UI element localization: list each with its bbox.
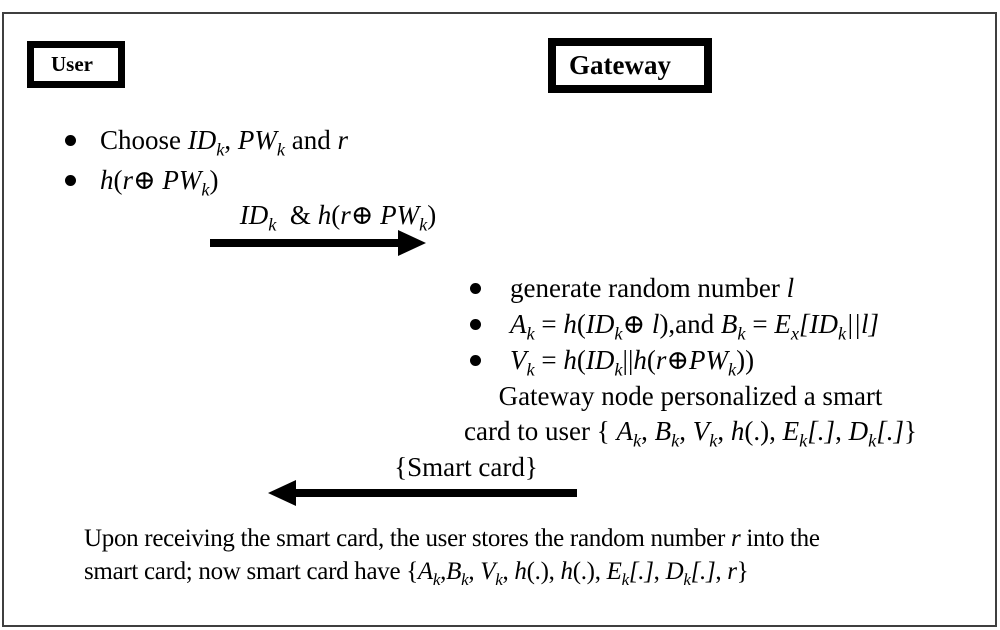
registration-message-arrow xyxy=(210,230,426,256)
gateway-step: Ak = h(IDk⊕ l),and Bk = Ex[IDk||l] xyxy=(468,306,879,344)
gateway-note-line1: Gateway node personalized a smart xyxy=(498,381,883,411)
footer-line1: Upon receiving the smart card, the user … xyxy=(84,525,820,552)
gateway-steps-list: generate random number l Ak = h(IDk⊕ l),… xyxy=(468,270,879,380)
smart-card-message-label: {Smart card} xyxy=(394,452,538,482)
user-step: h(r⊕ PWk) xyxy=(63,160,348,200)
bullet-icon xyxy=(470,355,481,366)
registration-message-label: IDk & h(r⊕ PWk) xyxy=(239,200,437,235)
gateway-note-line2: card to user { Ak, Bk, Vk, h(.), Ek[.], … xyxy=(464,416,917,451)
arrow-shaft xyxy=(294,489,577,497)
arrow-head-right-icon xyxy=(398,230,426,256)
diagram-frame xyxy=(2,12,997,627)
gateway-step: Vk = h(IDk||h(r⊕PWk)) xyxy=(468,342,879,380)
smart-card-message-arrow xyxy=(268,480,577,506)
bullet-icon xyxy=(65,175,76,186)
gateway-step-text: Vk = h(IDk||h(r⊕PWk)) xyxy=(510,345,755,380)
actor-label-gateway: Gateway xyxy=(569,50,671,80)
gateway-step-text: generate random number l xyxy=(510,273,795,303)
bullet-icon xyxy=(470,283,481,294)
gateway-note: Gateway node personalized a smart card t… xyxy=(418,379,963,451)
user-step-text: h(r⊕ PWk) xyxy=(100,165,219,200)
actor-box-user: User xyxy=(27,41,125,88)
actor-label-user: User xyxy=(51,52,93,76)
user-step: Choose IDk, PWk and r xyxy=(63,120,348,160)
arrow-shaft xyxy=(210,239,400,247)
user-step-text: Choose IDk, PWk and r xyxy=(100,125,349,160)
bullet-icon xyxy=(65,135,76,146)
actor-box-gateway: Gateway xyxy=(548,38,712,93)
bullet-icon xyxy=(470,319,481,330)
user-steps-list: Choose IDk, PWk and r h(r⊕ PWk) xyxy=(63,120,348,200)
footer-line2: smart card; now smart card have {Ak,Bk, … xyxy=(84,558,749,589)
gateway-step: generate random number l xyxy=(468,270,879,306)
gateway-step-text: Ak = h(IDk⊕ l),and Bk = Ex[IDk||l] xyxy=(510,309,879,344)
footer-note: Upon receiving the smart card, the user … xyxy=(84,522,974,588)
arrow-head-left-icon xyxy=(268,480,296,506)
